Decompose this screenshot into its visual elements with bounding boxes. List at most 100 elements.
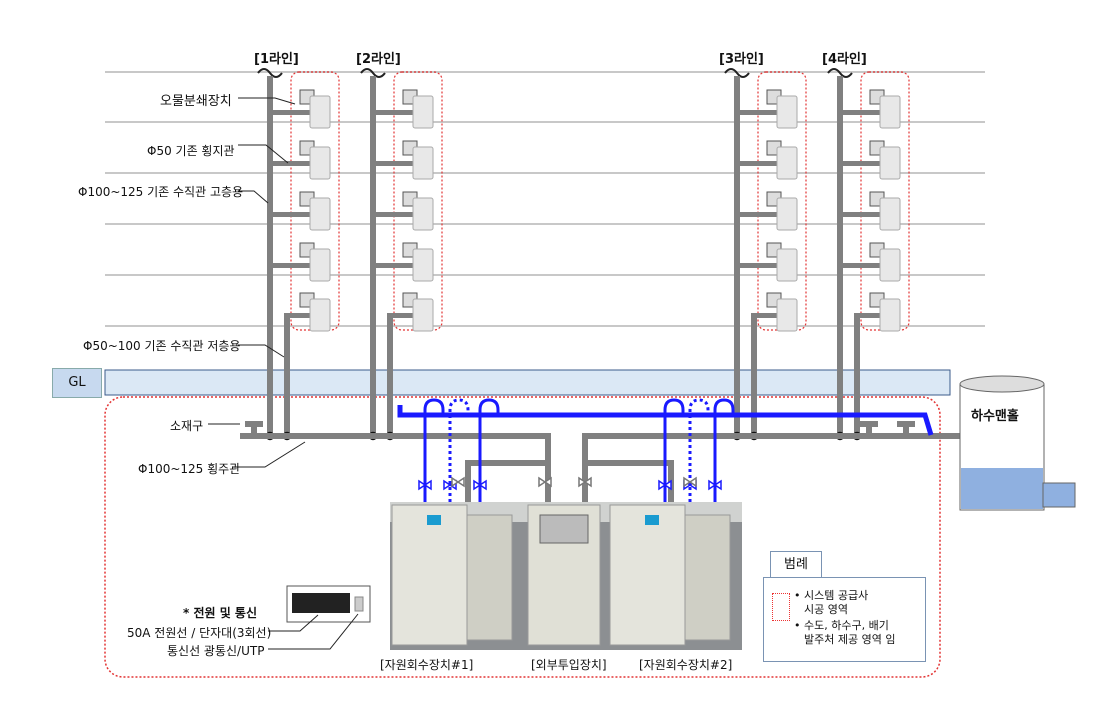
valve-icon: [538, 476, 552, 488]
equipment-label-2: [외부투입장치]: [531, 658, 607, 672]
cleanout-icon: [245, 421, 263, 436]
riser-high-label: Φ100~125 기존 수직관 고층용: [78, 185, 244, 199]
line-3-label: [3라인]: [719, 52, 764, 67]
gl-label: GL: [52, 368, 102, 398]
recovery-unit-1-side: [466, 514, 513, 641]
manhole-outlet-pipe: [1042, 482, 1076, 508]
main-pipe-right: [582, 433, 967, 439]
power-title: * 전원 및 통신: [183, 606, 258, 620]
input-hopper: [539, 514, 589, 544]
main-pipe-left: [240, 433, 550, 439]
equipment-label-3: [자원회수장치#2]: [639, 658, 733, 672]
valve-icon: [658, 479, 672, 491]
grinder-unit-body: [879, 298, 901, 332]
valve-icon: [683, 476, 697, 488]
grinder-unit-body: [309, 95, 331, 129]
break-mark-icon: [360, 68, 386, 78]
break-mark-icon: [257, 68, 283, 78]
drop-pipe: [582, 433, 588, 503]
branch-pipe: [373, 212, 418, 217]
riser-pipe: [370, 76, 376, 437]
blue-loop-pipe: [713, 398, 735, 502]
leader-line: [268, 613, 359, 650]
line-2-label: [2라인]: [356, 52, 401, 67]
legend-item-2b: 발주처 제공 영역 임: [804, 633, 896, 646]
branch-pipe: [373, 110, 418, 115]
grinder-unit-body: [776, 95, 798, 129]
equipment-label-1: [자원회수장치#1]: [380, 658, 474, 672]
supplier-zone-box: [290, 71, 340, 331]
branch-pipe: [737, 161, 782, 166]
valve-icon: [451, 476, 465, 488]
control-panel-screen: [427, 515, 441, 525]
branch-pipe: [737, 263, 782, 268]
branch-pipe: [737, 110, 782, 115]
grinder-unit-body: [412, 95, 434, 129]
terminal-block-icon: [292, 593, 350, 613]
cleanout-label: 소재구: [170, 419, 204, 433]
branch-pipe: [854, 313, 885, 318]
grinder-unit-body: [412, 248, 434, 282]
grinder-label: 오물분쇄장치: [160, 94, 232, 109]
riser-pipe: [734, 76, 740, 437]
grinder-unit-body: [309, 197, 331, 231]
branch-pipe-label: Φ50 기존 횡지관: [147, 144, 235, 158]
valve-icon: [418, 479, 432, 491]
blue-loop-pipe: [423, 398, 445, 502]
legend-title: 범례: [770, 551, 822, 578]
comm-connector-icon: [354, 596, 364, 612]
riser-pipe: [267, 76, 273, 437]
line-1-label: [1라인]: [254, 52, 299, 67]
manhole-water: [961, 468, 1043, 509]
supplier-zone-box: [860, 71, 910, 331]
branch-pipe: [270, 212, 315, 217]
blue-loop-pipe: [663, 398, 685, 502]
valve-icon: [473, 479, 487, 491]
low-riser-pipe: [751, 315, 757, 437]
grinder-unit-body: [309, 146, 331, 180]
ground-level-bar: [104, 369, 951, 396]
recovery-unit-2-side: [684, 514, 731, 641]
branch-pipe: [840, 161, 885, 166]
legend-item-2a: • 수도, 하수구, 배기: [794, 619, 889, 632]
manhole-cover-icon: [959, 375, 1045, 393]
line-4-label: [4라인]: [822, 52, 867, 67]
legend: • 시스템 공급사 시공 영역 • 수도, 하수구, 배기 발주처 제공 영역 …: [763, 577, 926, 662]
return-pipe: [465, 460, 550, 466]
grinder-unit-body: [412, 146, 434, 180]
branch-pipe: [387, 313, 418, 318]
exhaust-pipe-blue: [397, 405, 934, 436]
riser-low-label: Φ50~100 기존 수직관 저층용: [83, 339, 241, 353]
return-pipe: [582, 460, 672, 466]
break-mark-icon: [724, 68, 750, 78]
leader-line: [238, 97, 296, 105]
grinder-unit-body: [776, 197, 798, 231]
system-zone-boundary: [104, 396, 941, 678]
branch-pipe: [270, 110, 315, 115]
drop-pipe: [545, 433, 551, 503]
low-riser-pipe: [284, 315, 290, 437]
supplier-zone-box: [393, 71, 443, 331]
branch-pipe: [373, 263, 418, 268]
riser-pipe: [837, 76, 843, 437]
recovery-unit-2: [609, 504, 686, 646]
grinder-unit-body: [412, 197, 434, 231]
branch-pipe: [840, 110, 885, 115]
branch-pipe: [840, 212, 885, 217]
leader-line: [232, 441, 306, 468]
grinder-unit-body: [776, 248, 798, 282]
branch-pipe: [373, 161, 418, 166]
legend-item-1b: 시공 영역: [804, 603, 848, 616]
branch-pipe: [737, 212, 782, 217]
control-panel-screen: [645, 515, 659, 525]
leader-line: [238, 144, 289, 164]
leader-line: [268, 614, 319, 632]
supplier-zone-box: [757, 71, 807, 331]
recovery-unit-1: [391, 504, 468, 646]
legend-item-1a: • 시스템 공급사: [794, 589, 869, 602]
grinder-unit-body: [412, 298, 434, 332]
manhole-label: 하수맨홀: [971, 409, 1019, 424]
grinder-unit-body: [879, 248, 901, 282]
